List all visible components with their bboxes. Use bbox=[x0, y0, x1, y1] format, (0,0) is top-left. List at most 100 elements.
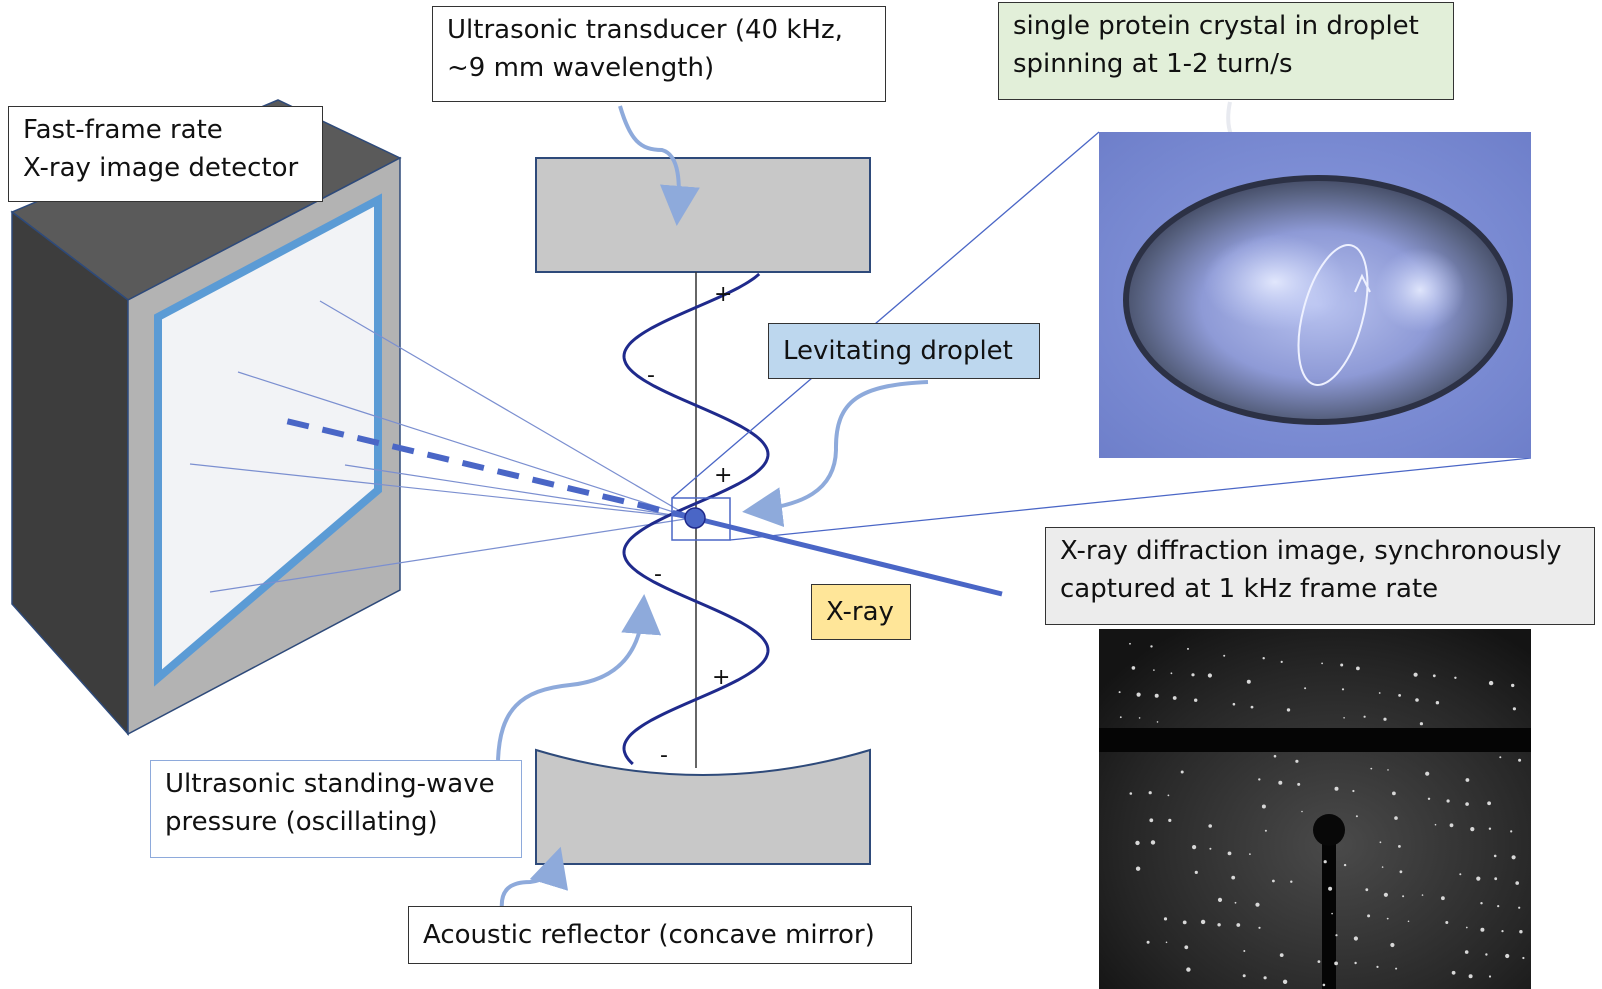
crystal-label-line-2: spinning at 1-2 turn/s bbox=[1013, 49, 1293, 79]
diffraction-spot bbox=[1135, 840, 1140, 846]
detector-label-line-1: Fast-frame rate bbox=[23, 115, 223, 145]
diffraction-spot bbox=[1446, 799, 1450, 803]
standing-wave-label-line-1: Ultrasonic standing-wave bbox=[165, 769, 495, 799]
reflector-label: Acoustic reflector (concave mirror) bbox=[408, 906, 912, 964]
diffraction-spot bbox=[1182, 920, 1187, 925]
diffraction-spot bbox=[1278, 780, 1283, 785]
detector-label: Fast-frame rate X-ray image detector bbox=[8, 106, 323, 202]
standing-wave-label: Ultrasonic standing-wave pressure (oscil… bbox=[150, 760, 522, 858]
diffraction-spot bbox=[1480, 902, 1483, 905]
diffraction-spot bbox=[1258, 778, 1261, 781]
diffraction-spot bbox=[1398, 845, 1401, 848]
diffraction-spot bbox=[1321, 662, 1323, 665]
diffraction-spot bbox=[1434, 823, 1437, 826]
wave-sign-plus-2: + bbox=[714, 463, 733, 488]
diffraction-spot bbox=[1413, 672, 1418, 677]
diffraction-spot bbox=[1323, 860, 1327, 864]
diffraction-spot bbox=[1180, 770, 1184, 774]
diffraction-spot bbox=[1432, 674, 1436, 678]
diffraction-spot bbox=[1194, 698, 1198, 702]
arrow-droplet bbox=[742, 380, 929, 528]
diffraction-spot bbox=[1231, 875, 1236, 880]
diffraction-spot bbox=[1510, 830, 1513, 833]
diffraction-label-line-1: X-ray diffraction image, synchronously bbox=[1060, 536, 1562, 566]
diffraction-spot bbox=[1441, 896, 1445, 901]
diffraction-spot bbox=[1131, 666, 1136, 670]
ultrasonic-transducer bbox=[535, 157, 871, 273]
diffraction-spot bbox=[1249, 853, 1251, 855]
diffraction-spot bbox=[1395, 967, 1398, 970]
diffraction-spot bbox=[1242, 974, 1246, 978]
diffraction-spot bbox=[1246, 679, 1251, 684]
diffraction-label: X-ray diffraction image, synchronously c… bbox=[1045, 527, 1595, 625]
droplet-microscope-image bbox=[1099, 132, 1531, 458]
diffraction-spot bbox=[1258, 926, 1261, 929]
diffraction-spot bbox=[1488, 827, 1492, 830]
diffraction-spots bbox=[1118, 642, 1525, 987]
diffraction-spot bbox=[1262, 657, 1265, 660]
diffraction-spot bbox=[1518, 758, 1522, 762]
diffraction-spot bbox=[1399, 870, 1403, 874]
diffraction-spot bbox=[1263, 976, 1267, 980]
diffraction-spot bbox=[1170, 672, 1173, 675]
diffraction-spot bbox=[1301, 810, 1303, 813]
diffraction-spot bbox=[1501, 930, 1504, 933]
diffraction-spot bbox=[1468, 974, 1473, 979]
diffraction-spot bbox=[1386, 917, 1389, 920]
diffraction-spot bbox=[1200, 919, 1206, 925]
transducer-label: Ultrasonic transducer (40 kHz, ~9 mm wav… bbox=[432, 6, 886, 102]
wave-sign-minus-3: - bbox=[660, 743, 668, 768]
zoom-lines bbox=[671, 131, 1532, 541]
diffraction-spot bbox=[1427, 797, 1431, 800]
beamstop-center bbox=[1313, 814, 1345, 846]
xray-beam bbox=[693, 515, 1003, 597]
diffraction-spot bbox=[1119, 716, 1122, 719]
diffraction-spot bbox=[1480, 927, 1485, 932]
diffraction-spot bbox=[1255, 902, 1260, 907]
diffraction-spot bbox=[1172, 696, 1177, 700]
diffraction-spot bbox=[1476, 876, 1481, 881]
diffraction-spot bbox=[1317, 960, 1321, 963]
diffraction-spot bbox=[1449, 823, 1454, 828]
xray-label: X-ray bbox=[811, 584, 911, 640]
diffraction-spot bbox=[1387, 769, 1389, 771]
diffraction-spot bbox=[1148, 791, 1152, 795]
diffraction-spot bbox=[1487, 801, 1491, 806]
diffraction-spot bbox=[1353, 936, 1358, 941]
crystal-label: single protein crystal in droplet spinni… bbox=[998, 2, 1454, 100]
standing-wave-curve bbox=[622, 272, 770, 766]
transducer-label-line-2: ~9 mm wavelength) bbox=[447, 53, 715, 83]
arrow-standing-wave bbox=[496, 594, 662, 761]
diffraction-spot bbox=[1264, 829, 1267, 832]
diffraction-spot bbox=[1421, 894, 1424, 896]
diffraction-spot bbox=[1435, 701, 1440, 705]
droplet-label: Levitating droplet bbox=[768, 323, 1040, 379]
diffraction-spot bbox=[1208, 824, 1212, 828]
diffraction-spot bbox=[1290, 880, 1293, 883]
diffraction-spot bbox=[1390, 942, 1395, 948]
diffraction-spot bbox=[1488, 680, 1494, 686]
diffraction-spot bbox=[1402, 895, 1405, 898]
diffraction-spot bbox=[1383, 717, 1387, 721]
diffraction-spot bbox=[1223, 654, 1226, 657]
diffraction-spot bbox=[1445, 921, 1449, 924]
diffraction-spot bbox=[1407, 920, 1410, 923]
diffraction-spot bbox=[1168, 818, 1172, 823]
diffraction-spot bbox=[1192, 845, 1197, 850]
diffraction-spot bbox=[1343, 863, 1347, 867]
diffraction-spot bbox=[1279, 953, 1284, 957]
diffraction-spot bbox=[1363, 715, 1366, 718]
diffraction-spot bbox=[1352, 789, 1355, 793]
diffraction-spot bbox=[1186, 967, 1191, 972]
diffraction-spot bbox=[1261, 804, 1266, 809]
diffraction-spot bbox=[1191, 673, 1195, 677]
diffraction-spot bbox=[1118, 691, 1121, 694]
diffraction-spot bbox=[1365, 888, 1369, 892]
diffraction-spot bbox=[1454, 676, 1457, 679]
diffraction-spot bbox=[1378, 692, 1381, 694]
diffraction-spot bbox=[1328, 886, 1333, 891]
diffraction-spot bbox=[1376, 965, 1379, 969]
beamstop-bar bbox=[1099, 728, 1531, 752]
diffraction-spot bbox=[1286, 708, 1291, 712]
acoustic-reflector bbox=[535, 748, 871, 865]
